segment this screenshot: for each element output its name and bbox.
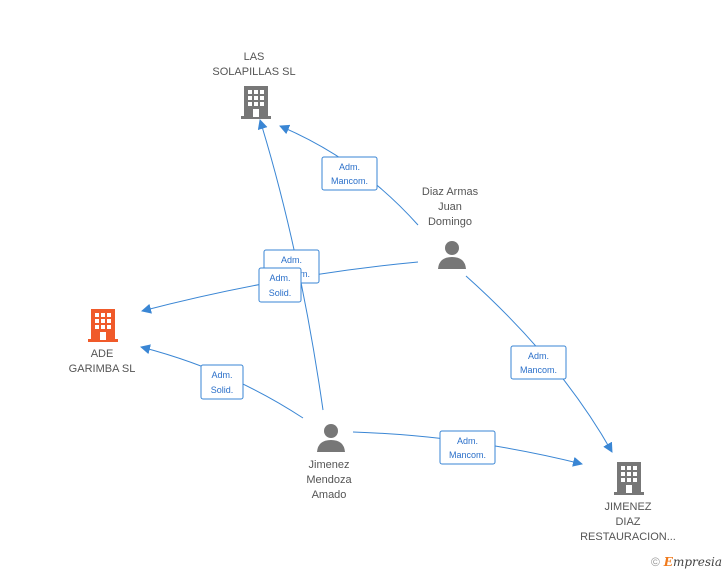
node-label-line: Amado <box>311 489 347 501</box>
empresia-logo: ©Empresia <box>651 555 722 569</box>
node-label-line: Domingo <box>427 216 473 228</box>
edge-label-line1: Adm. <box>457 436 478 446</box>
edge-label-line2: Solid. <box>211 385 234 395</box>
edge-label-jimenez-mendoza-ade-garimba: Adm. Solid. <box>200 364 244 400</box>
edge-label-line1: Adm. <box>269 273 290 283</box>
edge-label-line2: Mancom. <box>331 176 368 186</box>
node-label-line: LAS <box>243 51 265 63</box>
edge-label-line2: Mancom. <box>520 365 557 375</box>
person-icon[interactable] <box>317 424 345 452</box>
building-icon[interactable] <box>88 309 118 342</box>
node-label-line: JIMENEZ <box>604 501 652 513</box>
node-label-ade-garimba[interactable]: ADE GARIMBA SL <box>52 347 152 377</box>
person-icon[interactable] <box>438 241 466 269</box>
edge-label-line2: Mancom. <box>449 450 486 460</box>
node-label-line: Diaz Armas <box>421 186 479 198</box>
node-label-jimenez-mendoza[interactable]: Jimenez Mendoza Amado <box>279 458 379 503</box>
brand-name: mpresia <box>672 555 722 569</box>
node-label-line: Juan <box>438 201 462 213</box>
edge-label-diaz-armas-ade-garimba: Adm. Solid. <box>258 267 302 303</box>
node-label-line: DIAZ <box>615 516 641 528</box>
edge-label-line1: Adm. <box>281 255 302 265</box>
edge-label-jimenez-mendoza-jimenez-diaz: Adm. Mancom. <box>439 430 496 465</box>
node-label-las-solapillas[interactable]: LAS SOLAPILLAS SL <box>204 50 304 80</box>
edge-label-line1: Adm. <box>528 351 549 361</box>
node-label-line: GARIMBA SL <box>68 363 136 375</box>
node-label-line: ADE <box>90 348 114 360</box>
building-icon[interactable] <box>614 462 644 495</box>
node-label-line: SOLAPILLAS SL <box>212 66 296 78</box>
edge-label-line1: Adm. <box>339 162 360 172</box>
edge-label-diaz-armas-las-solapillas: Adm. Mancom. <box>321 156 378 191</box>
edge-label-line2: Solid. <box>269 288 292 298</box>
node-label-line: Jimenez <box>308 459 350 471</box>
edge-label-diaz-armas-jimenez-diaz: Adm. Mancom. <box>510 345 567 380</box>
brand-initial: E <box>663 555 673 569</box>
node-label-jimenez-diaz[interactable]: JIMENEZ DIAZ RESTAURACION... <box>572 500 684 545</box>
node-label-line: RESTAURACION... <box>580 531 676 543</box>
building-icon[interactable] <box>241 86 271 119</box>
node-label-line: Mendoza <box>306 474 352 486</box>
node-label-diaz-armas[interactable]: Diaz Armas Juan Domingo <box>400 185 500 230</box>
edge-label-line1: Adm. <box>211 370 232 380</box>
copyright-symbol: © <box>650 555 660 569</box>
